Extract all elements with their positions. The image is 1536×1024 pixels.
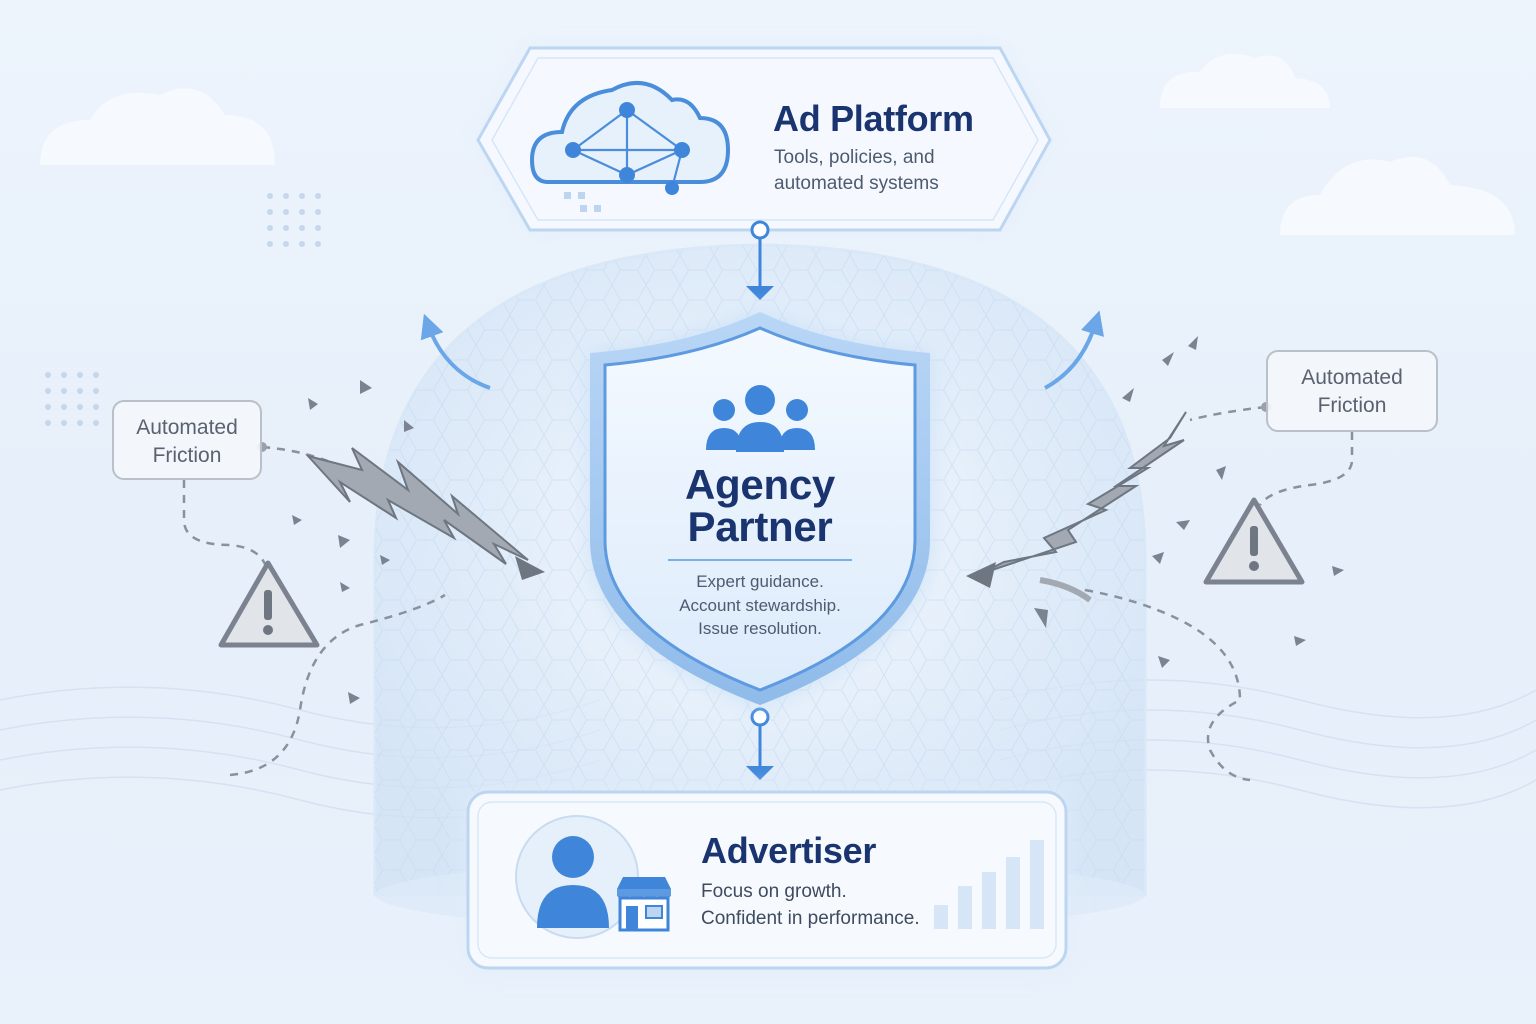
friction-right-line-1: Automated xyxy=(1301,366,1403,389)
lightning-bolt-icon xyxy=(304,447,529,565)
partner-description-line-2: Account stewardship. xyxy=(679,595,841,615)
partner-title-line-2: Partner xyxy=(687,503,833,550)
platform-description-line-2: automated systems xyxy=(774,173,939,194)
warning-icon-left xyxy=(218,560,320,648)
agency-shield xyxy=(590,312,930,705)
platform-description-line-1: Tools, policies, and xyxy=(774,147,935,168)
person-icon xyxy=(515,815,639,939)
partner-description: Expert guidance. Account stewardship. Is… xyxy=(640,570,880,641)
friction-left-line-2: Friction xyxy=(152,444,222,467)
lightning-bolt-icon-right xyxy=(979,411,1187,575)
dot-grid-decoration xyxy=(45,193,321,426)
friction-right-group xyxy=(966,336,1354,782)
friction-left-group xyxy=(182,380,545,777)
background-clouds xyxy=(40,53,1515,235)
connector-platform-to-partner xyxy=(746,220,774,300)
team-icon xyxy=(706,385,815,452)
deflect-arrow-left xyxy=(420,313,491,390)
friction-right-line-2: Friction xyxy=(1317,394,1387,417)
platform-description: Tools, policies, and automated systems xyxy=(774,145,1004,197)
advertiser-description-line-1: Focus on growth. xyxy=(701,881,847,902)
friction-label-left: Automated Friction xyxy=(112,400,262,480)
friction-left-line-1: Automated xyxy=(136,416,238,439)
deflect-arrow-right xyxy=(1044,310,1104,390)
advertiser-description-line-2: Confident in performance. xyxy=(701,908,920,929)
bar-chart-icon xyxy=(934,840,1044,929)
partner-description-line-1: Expert guidance. xyxy=(696,572,824,591)
partner-title: Agency Partner xyxy=(612,464,908,548)
partner-description-line-3: Issue resolution. xyxy=(698,619,822,638)
friction-label-right: Automated Friction xyxy=(1266,350,1438,432)
warning-icon-right xyxy=(1203,497,1305,585)
platform-title: Ad Platform xyxy=(773,98,974,139)
partner-title-line-1: Agency xyxy=(685,461,835,508)
advertiser-title: Advertiser xyxy=(701,830,877,871)
advertiser-description: Focus on growth. Confident in performanc… xyxy=(701,878,920,932)
cloud-network-icon xyxy=(529,81,731,212)
storefront-icon xyxy=(617,877,671,932)
connector-partner-to-advertiser xyxy=(746,707,774,780)
